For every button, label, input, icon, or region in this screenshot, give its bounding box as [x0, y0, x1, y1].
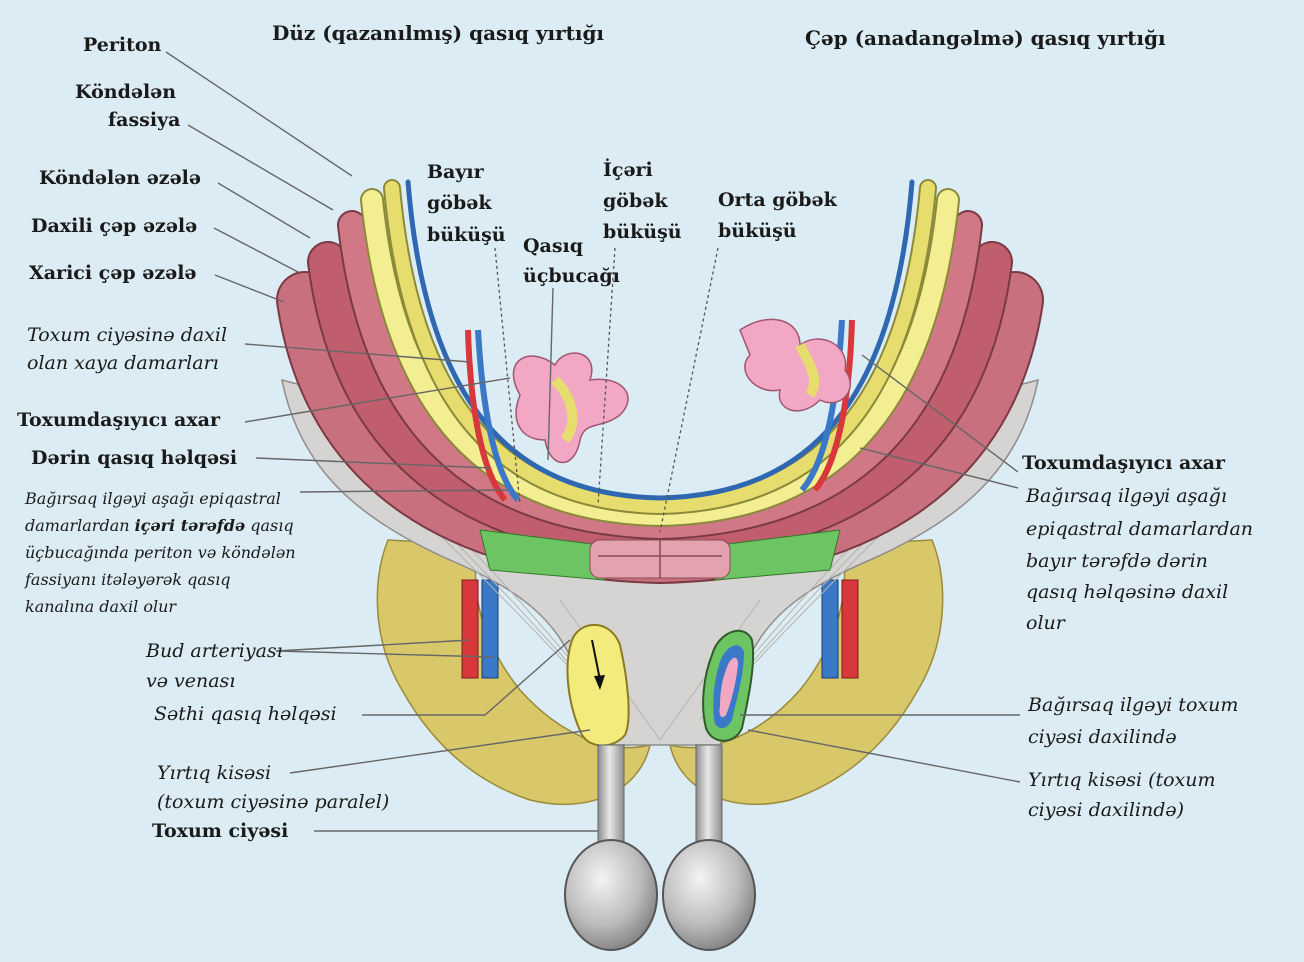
direct-note-line-1: Bağırsaq ilgəyi aşağı epiqastral — [25, 488, 281, 510]
title-direct-hernia: Düz (qazanılmış) qasıq yırtığı — [272, 21, 604, 45]
direct-note-line-3: üçbucağında periton və köndələn — [25, 542, 296, 564]
label-sethi-qasiq-helqesi: Səthi qasıq həlqəsi — [154, 702, 337, 726]
label-orta-gobek-1: Orta göbək — [718, 188, 837, 212]
label-bud-arteriyasi-2: və venası — [146, 669, 235, 693]
label-kondelen-ezele: Köndələn əzələ — [39, 166, 201, 190]
label-yirtiq-kisesi-right-2: ciyəsi daxilində) — [1028, 798, 1184, 822]
direct-note-2a: damarlardan — [25, 516, 135, 535]
label-bagirsaq-ilgeyi-2: ciyəsi daxilində — [1028, 725, 1177, 749]
title-indirect-hernia: Çəp (anadangəlmə) qasıq yırtığı — [805, 26, 1166, 50]
indirect-note-line-4: qasıq həlqəsinə daxil — [1026, 580, 1228, 604]
label-toxumdasiyici-axar-left: Toxumdaşıyıcı axar — [17, 408, 220, 432]
direct-note-line-5: kanalına daxil olur — [25, 596, 176, 618]
label-toxum-ciyesine-daxil-2: olan xaya damarları — [27, 351, 219, 375]
label-bagirsaq-ilgeyi-1: Bağırsaq ilgəyi toxum — [1028, 693, 1238, 717]
label-qasiq-ucbucagi-1: Qasıq — [523, 234, 583, 258]
label-xarici-cep-ezele: Xarici çəp əzələ — [29, 261, 197, 285]
label-daxili-cep-ezele: Daxili çəp əzələ — [31, 214, 197, 238]
label-iceri-gobek-1: İçəri — [603, 158, 653, 182]
direct-note-line-4: fassiyanı itələyərək qasıq — [25, 569, 230, 591]
label-orta-gobek-2: büküşü — [718, 219, 797, 243]
label-yirtiq-kisesi-right-1: Yırtıq kisəsi (toxum — [1028, 768, 1216, 792]
label-toxum-ciyesi: Toxum ciyəsi — [152, 819, 288, 843]
label-yirtiq-kisesi-left-1: Yırtıq kisəsi — [157, 761, 271, 785]
label-bud-arteriyasi-1: Bud arteriyası — [146, 639, 283, 663]
label-iceri-gobek-3: büküşü — [603, 220, 682, 244]
label-toxum-ciyesine-daxil-1: Toxum ciyəsinə daxil — [27, 323, 227, 347]
label-qasiq-ucbucagi-2: üçbucağı — [523, 264, 620, 288]
label-derin-qasiq-helqesi: Dərin qasıq həlqəsi — [31, 446, 237, 470]
direct-note-2b: içəri tərəfdə — [135, 516, 246, 535]
label-bayir-gobek-3: büküşü — [427, 223, 506, 247]
label-iceri-gobek-2: göbək — [603, 189, 668, 213]
label-kondelen-fassiya-2: fassiya — [108, 108, 180, 132]
indirect-note-line-1: Bağırsaq ilgəyi aşağı — [1026, 484, 1227, 508]
indirect-note-line-3: bayır tərəfdə dərin — [1026, 549, 1208, 573]
indirect-note-line-2: epiqastral damarlardan — [1026, 517, 1253, 541]
label-bayir-gobek-2: göbək — [427, 191, 492, 215]
label-toxumdasiyici-axar-right: Toxumdaşıyıcı axar — [1022, 451, 1225, 475]
label-yirtiq-kisesi-left-2: (toxum ciyəsinə paralel) — [157, 790, 389, 814]
indirect-note-line-5: olur — [1026, 611, 1065, 635]
label-kondelen-fassiya-1: Köndələn — [75, 80, 176, 104]
label-periton: Periton — [83, 33, 161, 57]
direct-note-line-2: damarlardan içəri tərəfdə qasıq — [25, 515, 294, 537]
label-bayir-gobek-1: Bayır — [427, 160, 484, 184]
direct-note-2c: qasıq — [245, 516, 293, 535]
